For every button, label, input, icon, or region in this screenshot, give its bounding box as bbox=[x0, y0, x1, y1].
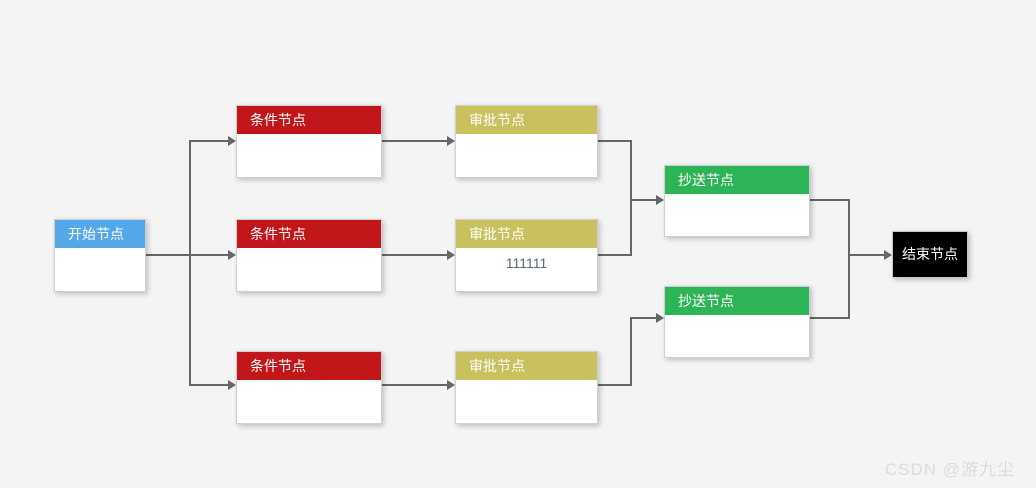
node-start-label: 开始节点 bbox=[55, 220, 145, 248]
connector-cc-top-in bbox=[630, 199, 658, 201]
node-approval-top-body bbox=[456, 134, 597, 141]
node-condition-top-body bbox=[237, 134, 381, 141]
node-approval-middle-body: 111111 bbox=[505, 255, 548, 271]
arrowhead-approval-top bbox=[447, 136, 455, 146]
connector-branch-top bbox=[189, 140, 228, 142]
node-condition-middle-body bbox=[237, 248, 381, 255]
connector-cc-bottom-out bbox=[810, 317, 850, 319]
arrowhead-end bbox=[884, 250, 892, 260]
node-cc-top[interactable]: 抄送节点 bbox=[664, 165, 810, 237]
connector-riser-lower bbox=[630, 317, 632, 386]
arrowhead-approval-bottom bbox=[447, 380, 455, 390]
watermark: CSDN @游九尘 bbox=[884, 460, 1015, 479]
node-cc-top-body bbox=[665, 194, 809, 201]
connector-appr-top-out bbox=[598, 140, 632, 142]
connector-cond-appr-bottom bbox=[382, 384, 448, 386]
node-cc-bottom-label: 抄送节点 bbox=[665, 287, 809, 315]
connector-cond-appr-middle bbox=[382, 254, 448, 256]
node-approval-top[interactable]: 审批节点 bbox=[455, 105, 598, 178]
connector-merge-upper bbox=[630, 140, 632, 256]
arrowhead-condition-top bbox=[228, 136, 236, 146]
connector-start-trunk bbox=[189, 140, 191, 386]
node-approval-middle[interactable]: 审批节点 111111 bbox=[455, 219, 598, 292]
connector-cond-appr-top bbox=[382, 140, 448, 142]
arrowhead-cc-bottom bbox=[656, 313, 664, 323]
node-condition-middle-label: 条件节点 bbox=[237, 220, 381, 248]
node-condition-middle[interactable]: 条件节点 bbox=[236, 219, 382, 292]
node-cc-bottom-body bbox=[665, 315, 809, 322]
node-condition-bottom-label: 条件节点 bbox=[237, 352, 381, 380]
node-condition-top[interactable]: 条件节点 bbox=[236, 105, 382, 178]
connector-end-in bbox=[848, 254, 886, 256]
node-approval-middle-label: 审批节点 bbox=[456, 220, 597, 248]
arrowhead-condition-middle bbox=[228, 250, 236, 260]
node-approval-bottom-label: 审批节点 bbox=[456, 352, 597, 380]
node-start[interactable]: 开始节点 bbox=[54, 219, 146, 292]
node-start-body bbox=[55, 248, 145, 255]
node-condition-bottom-body bbox=[237, 380, 381, 387]
connector-appr-bottom-out bbox=[598, 384, 632, 386]
node-condition-top-label: 条件节点 bbox=[237, 106, 381, 134]
arrowhead-cc-top bbox=[656, 195, 664, 205]
node-end[interactable]: 结束节点 bbox=[892, 231, 968, 278]
connector-merge-right bbox=[848, 199, 850, 319]
node-approval-bottom[interactable]: 审批节点 bbox=[455, 351, 598, 424]
node-condition-bottom[interactable]: 条件节点 bbox=[236, 351, 382, 424]
connector-start-out bbox=[146, 254, 228, 256]
node-cc-bottom[interactable]: 抄送节点 bbox=[664, 286, 810, 358]
node-approval-top-label: 审批节点 bbox=[456, 106, 597, 134]
node-end-label: 结束节点 bbox=[902, 246, 958, 262]
connector-cc-top-out bbox=[810, 199, 850, 201]
node-approval-bottom-body bbox=[456, 380, 597, 387]
connector-appr-middle-out bbox=[598, 254, 632, 256]
arrowhead-approval-middle bbox=[447, 250, 455, 260]
connector-cc-bottom-in bbox=[630, 317, 658, 319]
node-cc-top-label: 抄送节点 bbox=[665, 166, 809, 194]
arrowhead-condition-bottom bbox=[228, 380, 236, 390]
connector-branch-bottom bbox=[189, 384, 228, 386]
